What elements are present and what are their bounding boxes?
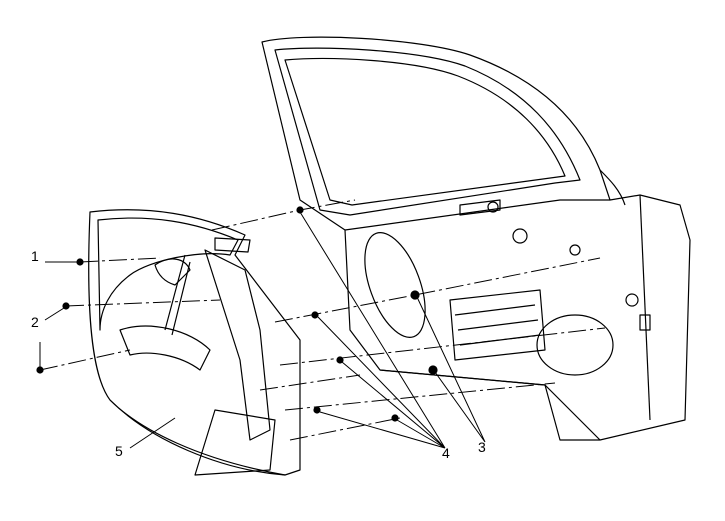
callout-leaders <box>39 211 486 449</box>
alignment-leaders <box>39 199 606 441</box>
callout-5: 5 <box>115 443 123 459</box>
callout-4: 4 <box>442 445 450 461</box>
callout-1: 1 <box>31 248 39 264</box>
door-trim-panel <box>88 209 301 476</box>
callout-3: 3 <box>478 439 486 455</box>
callout-2: 2 <box>31 314 39 330</box>
